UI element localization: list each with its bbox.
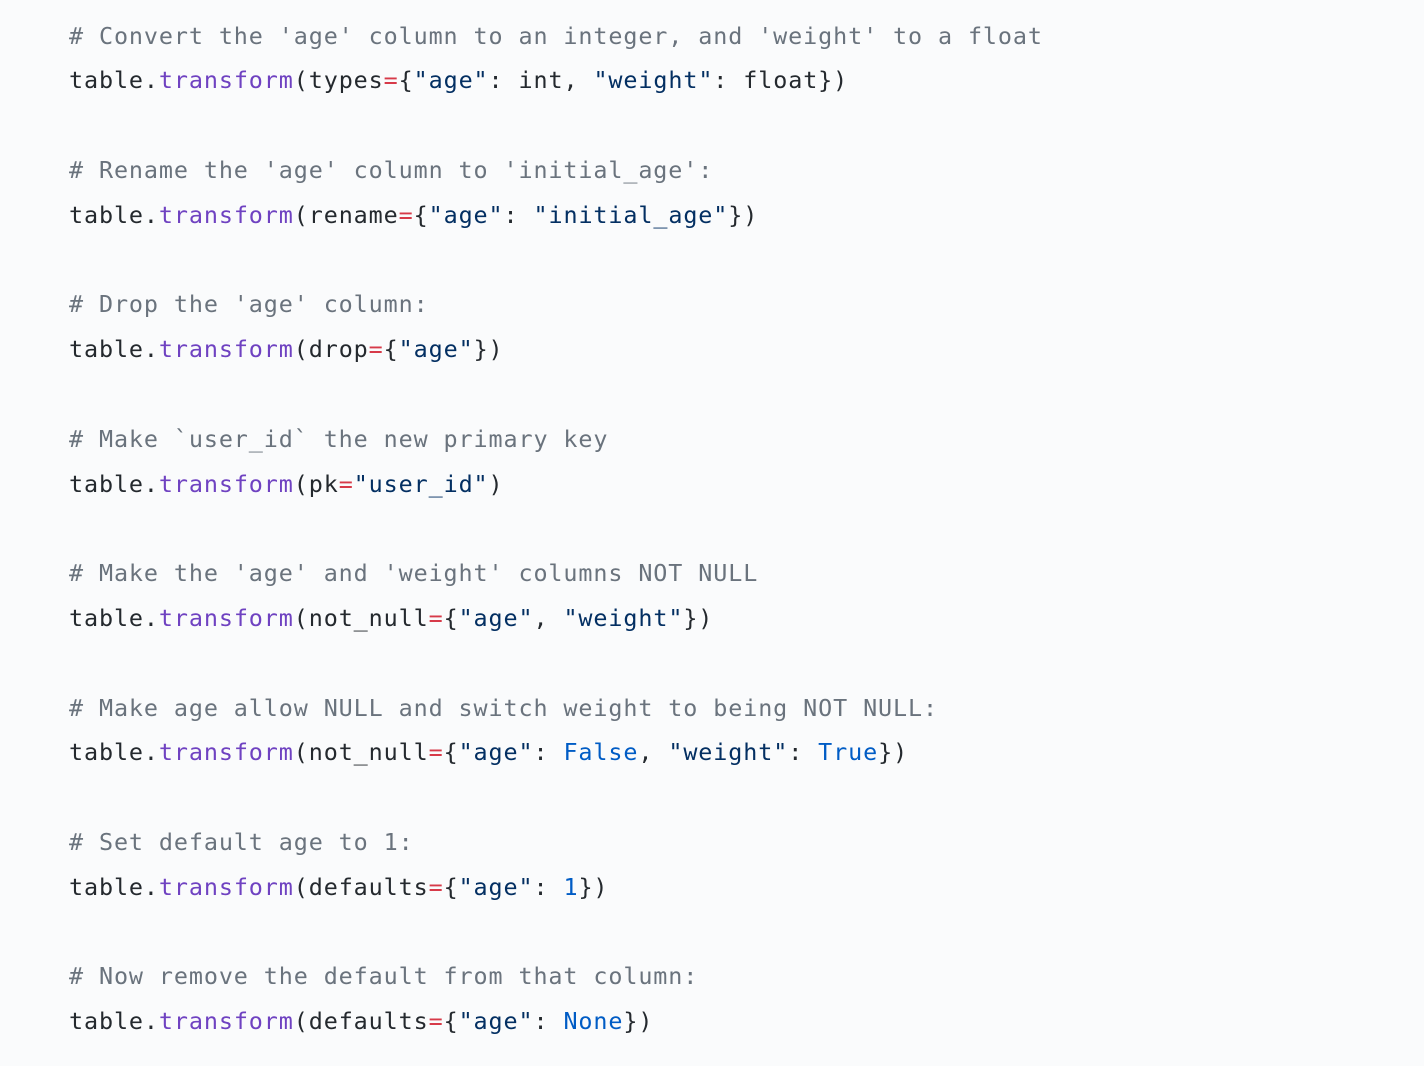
constant-literal: True xyxy=(818,738,879,766)
code-comment: # Drop the 'age' column: xyxy=(69,290,429,318)
code-text: { xyxy=(443,873,459,901)
code-text: }) xyxy=(578,873,609,901)
function-name: transform xyxy=(158,335,294,363)
code-text: { xyxy=(443,738,459,766)
code-text: table. xyxy=(69,873,159,901)
code-text: ) xyxy=(488,470,504,498)
code-text: table. xyxy=(69,1007,159,1035)
function-name: transform xyxy=(158,66,294,94)
code-text: table. xyxy=(69,201,159,229)
code-text: table. xyxy=(69,335,159,363)
code-text: }) xyxy=(473,335,504,363)
code-text: }) xyxy=(728,201,759,229)
code-text: { xyxy=(413,201,429,229)
operator: = xyxy=(428,604,444,632)
string-literal: "age" xyxy=(458,604,534,632)
code-comment: # Make the 'age' and 'weight' columns NO… xyxy=(69,559,759,587)
code-comment: # Rename the 'age' column to 'initial_ag… xyxy=(69,156,714,184)
function-name: transform xyxy=(158,201,294,229)
code-comment: # Set default age to 1: xyxy=(69,828,414,856)
code-text: (rename xyxy=(293,201,399,229)
code-line: table.transform(drop={"age"}) xyxy=(69,334,504,364)
code-line: table.transform(defaults={"age": None}) xyxy=(69,1006,653,1036)
constant-literal: False xyxy=(563,738,639,766)
code-text: (drop xyxy=(293,335,369,363)
string-literal: "age" xyxy=(428,201,504,229)
function-name: transform xyxy=(158,470,294,498)
string-literal: "age" xyxy=(458,738,534,766)
code-text: (pk xyxy=(293,470,339,498)
code-line-comment: # Convert the 'age' column to an integer… xyxy=(69,21,1043,51)
operator: = xyxy=(428,738,444,766)
string-literal: "initial_age" xyxy=(533,201,729,229)
operator: = xyxy=(398,201,414,229)
code-text: (not_null xyxy=(293,604,429,632)
operator: = xyxy=(428,873,444,901)
code-text: table. xyxy=(69,604,159,632)
string-literal: "age" xyxy=(398,335,474,363)
code-text: }) xyxy=(683,604,714,632)
code-comment: # Make `user_id` the new primary key xyxy=(69,425,609,453)
string-literal: "weight" xyxy=(563,604,684,632)
code-text: (defaults xyxy=(293,1007,429,1035)
code-line-comment: # Set default age to 1: xyxy=(69,827,414,857)
code-comment: # Make age allow NULL and switch weight … xyxy=(69,694,938,722)
code-text: : xyxy=(533,1007,564,1035)
constant-literal: 1 xyxy=(563,873,579,901)
code-text: }) xyxy=(878,738,909,766)
code-text: { xyxy=(443,1007,459,1035)
constant-literal: None xyxy=(563,1007,624,1035)
function-name: transform xyxy=(158,873,294,901)
code-line: table.transform(rename={"age": "initial_… xyxy=(69,200,758,230)
code-text: , xyxy=(533,604,564,632)
string-literal: "age" xyxy=(413,66,489,94)
code-text: table. xyxy=(69,738,159,766)
code-line-comment: # Make the 'age' and 'weight' columns NO… xyxy=(69,558,758,588)
code-text: { xyxy=(398,66,414,94)
code-line-comment: # Make age allow NULL and switch weight … xyxy=(69,693,938,723)
code-line: table.transform(not_null={"age": False, … xyxy=(69,737,908,767)
code-line-comment: # Now remove the default from that colum… xyxy=(69,961,698,991)
code-text: table. xyxy=(69,470,159,498)
code-text: , xyxy=(638,738,669,766)
function-name: transform xyxy=(158,738,294,766)
operator: = xyxy=(338,470,354,498)
code-text: (types xyxy=(293,66,384,94)
operator: = xyxy=(428,1007,444,1035)
string-literal: "weight" xyxy=(668,738,789,766)
code-text: { xyxy=(383,335,399,363)
operator: = xyxy=(368,335,384,363)
code-text: : xyxy=(533,738,564,766)
code-text: table. xyxy=(69,66,159,94)
code-text: { xyxy=(443,604,459,632)
string-literal: "weight" xyxy=(593,66,714,94)
code-text: (defaults xyxy=(293,873,429,901)
function-name: transform xyxy=(158,604,294,632)
code-line-comment: # Make `user_id` the new primary key xyxy=(69,424,608,454)
code-text: : int, xyxy=(488,66,594,94)
operator: = xyxy=(383,66,399,94)
code-text: : xyxy=(788,738,819,766)
string-literal: "age" xyxy=(458,1007,534,1035)
code-text: : float}) xyxy=(713,66,849,94)
code-comment: # Convert the 'age' column to an integer… xyxy=(69,22,1043,50)
function-name: transform xyxy=(158,1007,294,1035)
code-line: table.transform(types={"age": int, "weig… xyxy=(69,65,848,95)
code-line: table.transform(defaults={"age": 1}) xyxy=(69,872,608,902)
code-line: table.transform(pk="user_id") xyxy=(69,469,504,499)
string-literal: "user_id" xyxy=(353,470,489,498)
code-line: table.transform(not_null={"age", "weight… xyxy=(69,603,713,633)
code-comment: # Now remove the default from that colum… xyxy=(69,962,699,990)
code-line-comment: # Rename the 'age' column to 'initial_ag… xyxy=(69,155,713,185)
code-text: }) xyxy=(623,1007,654,1035)
code-text: (not_null xyxy=(293,738,429,766)
code-text: : xyxy=(503,201,534,229)
code-text: : xyxy=(533,873,564,901)
code-line-comment: # Drop the 'age' column: xyxy=(69,289,429,319)
string-literal: "age" xyxy=(458,873,534,901)
